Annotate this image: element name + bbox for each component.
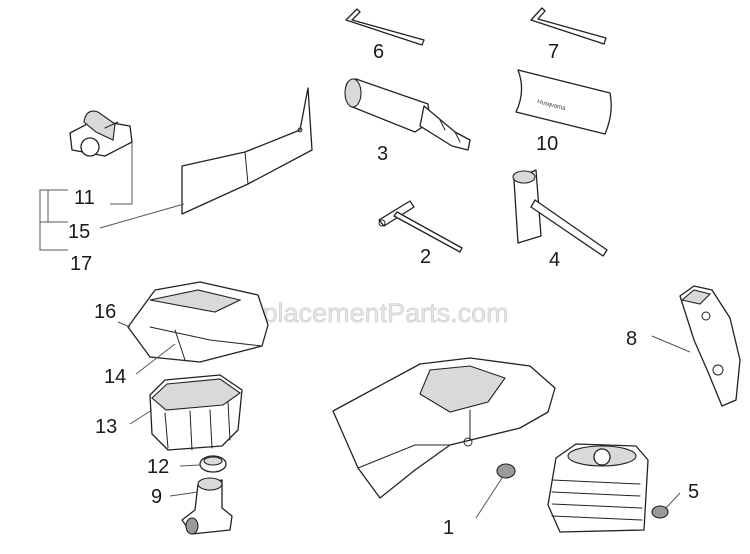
leader-9 <box>169 491 199 497</box>
decal-part-10: Husqvarna <box>515 69 612 135</box>
callout-10: 10 <box>536 133 558 155</box>
intake-part-9 <box>181 477 233 535</box>
callout-16: 16 <box>94 301 116 323</box>
bracket-17 <box>39 189 68 251</box>
callout-4: 4 <box>549 249 560 271</box>
callout-11: 11 <box>74 187 95 209</box>
leader-12 <box>179 464 201 467</box>
cylinder-cover-part-1 <box>332 357 556 499</box>
leader-8 <box>651 335 691 353</box>
leader-13 <box>129 409 153 425</box>
callout-3: 3 <box>377 143 388 165</box>
callout-12: 12 <box>147 456 169 478</box>
leader-1 <box>475 477 503 519</box>
manual-part-15 <box>181 87 313 215</box>
bracket-inner <box>39 190 68 238</box>
t-wrench-part-2 <box>378 200 463 253</box>
spanner-part-4 <box>512 169 608 257</box>
callout-13: 13 <box>95 416 117 438</box>
callout-9: 9 <box>151 486 162 508</box>
callout-5: 5 <box>688 481 699 503</box>
air-filter-part-13 <box>149 374 243 451</box>
callout-1: 1 <box>443 517 454 539</box>
callout-6: 6 <box>373 41 384 63</box>
bracket-part-11 <box>69 110 133 157</box>
callout-8: 8 <box>626 328 637 350</box>
callout-17: 17 <box>70 253 92 275</box>
leader-16 <box>117 321 131 328</box>
cylinder-part-5 <box>547 443 669 533</box>
leader-14 <box>135 343 176 375</box>
callout-14: 14 <box>104 366 126 388</box>
callout-2: 2 <box>420 246 431 268</box>
filter-cover-part-16 <box>127 281 269 363</box>
callout-7: 7 <box>548 41 559 63</box>
leader-5 <box>665 492 681 509</box>
hex-key-part-6 <box>345 8 425 46</box>
chain-guard-part-8 <box>679 285 741 407</box>
clamp-part-12 <box>199 455 227 473</box>
hex-key-part-7 <box>530 7 607 45</box>
leader-15 <box>99 203 185 229</box>
screwdriver-part-3 <box>344 78 471 151</box>
leader-11 <box>110 142 133 205</box>
callout-15: 15 <box>68 221 90 243</box>
